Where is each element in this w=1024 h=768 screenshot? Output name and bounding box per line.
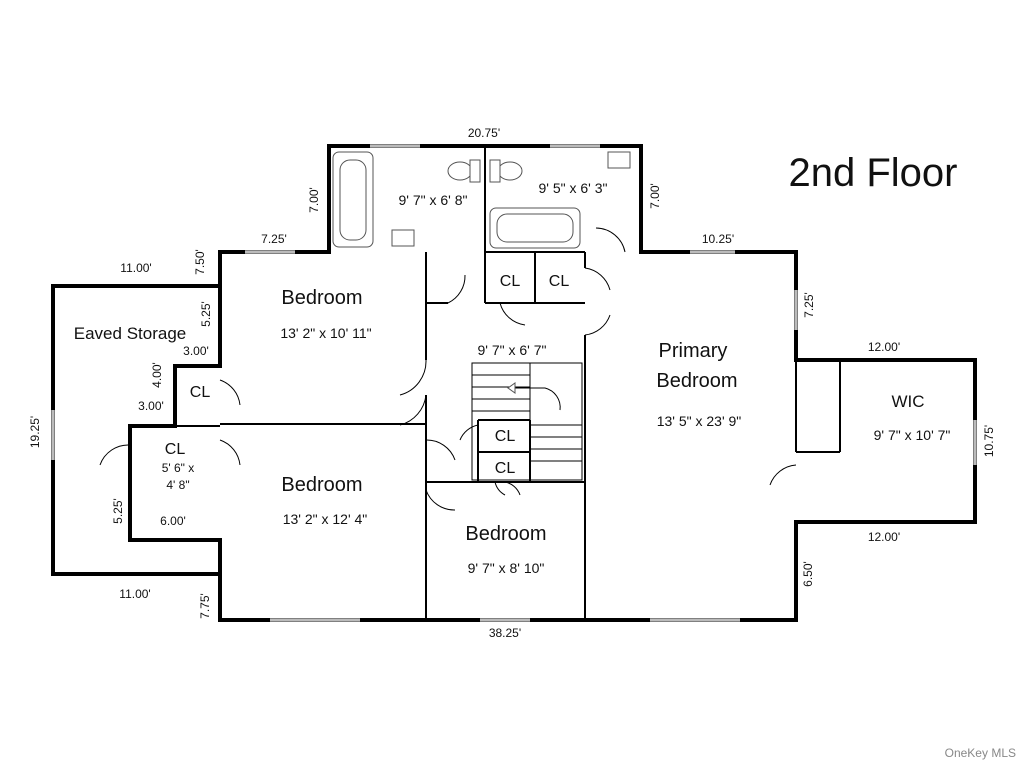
windows: [51, 144, 977, 622]
primary-label-2: Bedroom: [656, 370, 737, 392]
eaved-storage-label: Eaved Storage: [74, 324, 186, 343]
toilet-right: [497, 161, 523, 181]
dim-wic-side: 10.75': [982, 425, 996, 457]
bath-right-size: 9' 5" x 6' 3": [539, 180, 608, 196]
dim-left-775: 7.75': [198, 593, 212, 619]
dim-eaved-top: 11.00': [120, 261, 151, 275]
bedroom-sw-size: 13' 2" x 12' 4": [283, 511, 368, 527]
dim-top: 20.75': [468, 126, 500, 140]
closet-label: CL: [549, 273, 570, 290]
bedroom-sw-label: Bedroom: [281, 474, 362, 496]
floor-title: 2nd Floor: [789, 151, 958, 195]
sink-left: [391, 229, 415, 247]
dim-left-750: 7.50': [193, 249, 207, 275]
cl-storage-size-1: 5' 6" x: [162, 461, 195, 475]
cl-storage-size-2: 4' 8": [166, 478, 189, 492]
dim-eaved-bottom: 11.00': [119, 587, 150, 601]
dim-bath-left: 7.00': [307, 187, 321, 213]
door-swings: [99, 227, 797, 511]
dim-wic-top: 12.00': [868, 340, 900, 354]
dim-wic-bottom: 12.00': [868, 530, 900, 544]
closet-label: CL: [495, 428, 516, 445]
dim-left-400: 4.00': [150, 362, 164, 388]
dim-primary-top: 10.25': [702, 232, 734, 246]
dim-bed-top: 7.25': [261, 232, 287, 246]
cl-storage-label: CL: [165, 441, 186, 458]
dim-left-525-top: 5.25': [199, 301, 213, 327]
bath-fixtures: [332, 151, 631, 249]
staircase: [471, 362, 583, 481]
dim-eaved-side: 19.25': [28, 416, 42, 448]
bath-left-size: 9' 7" x 6' 8": [399, 192, 468, 208]
dim-left-525-bottom: 5.25': [111, 498, 125, 524]
bedroom-nw-label: Bedroom: [281, 287, 362, 309]
sink-right: [607, 151, 631, 169]
closet-label: CL: [495, 460, 516, 477]
primary-label-1: Primary: [659, 340, 728, 362]
dim-right-725: 7.25': [802, 292, 816, 318]
primary-size: 13' 5" x 23' 9": [657, 413, 742, 429]
bedroom-s-size: 9' 7" x 8' 10": [468, 560, 545, 576]
dim-left-600: 6.00': [160, 514, 186, 528]
interior-walls: [130, 146, 841, 620]
dim-right-650: 6.50': [801, 561, 815, 587]
dim-bottom: 38.25': [489, 626, 521, 640]
closet-label: CL: [190, 384, 211, 401]
dim-left-300-b: 3.00': [138, 399, 164, 413]
dim-left-300-a: 3.00': [183, 344, 209, 358]
bedroom-nw-size: 13' 2" x 10' 11": [280, 325, 371, 341]
wic-size: 9' 7" x 10' 7": [874, 427, 951, 443]
bedroom-s-label: Bedroom: [465, 523, 546, 545]
hall-size: 9' 7" x 6' 7": [478, 342, 547, 358]
wic-label: WIC: [891, 392, 924, 411]
watermark: OneKey MLS: [945, 746, 1016, 760]
dim-bath-right: 7.00': [648, 183, 662, 209]
toilet-left: [447, 161, 473, 181]
closet-label: CL: [500, 273, 521, 290]
